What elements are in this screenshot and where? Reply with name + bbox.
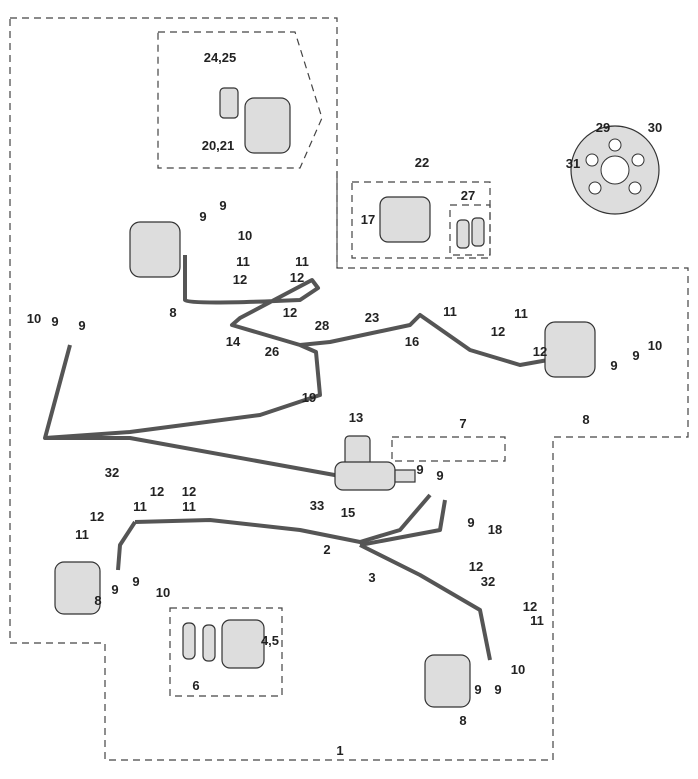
callout-label: 9 — [51, 314, 58, 329]
callout-label: 17 — [361, 212, 375, 227]
caliper-kit-body-rear — [221, 619, 265, 669]
rear-caliper-body — [379, 196, 431, 243]
callout-label: 11 — [530, 613, 544, 628]
caliper-rear-left — [54, 561, 101, 615]
callout-label: 8 — [582, 412, 589, 427]
caliper-kit-body — [244, 97, 291, 154]
callout-label: 14 — [226, 334, 241, 349]
callout-label: 12 — [523, 599, 537, 614]
callout-label: 10 — [156, 585, 170, 600]
callout-label: 11 — [443, 304, 457, 319]
callout-label: 11 — [236, 254, 250, 269]
callout-label: 6 — [192, 678, 199, 693]
callout-label: 10 — [648, 338, 662, 353]
callout-label: 4,5 — [261, 633, 279, 648]
callout-label: 32 — [481, 574, 495, 589]
callout-label: 9 — [610, 358, 617, 373]
callout-label: 19 — [302, 390, 316, 405]
callout-label: 10 — [511, 662, 525, 677]
callout-label: 9 — [219, 198, 226, 213]
callout-label: 9 — [199, 209, 206, 224]
callout-label: 3 — [368, 570, 375, 585]
callout-label: 12 — [290, 270, 304, 285]
callout-label: 9 — [78, 318, 85, 333]
callout-label: 28 — [315, 318, 329, 333]
callout-label: 10 — [27, 311, 41, 326]
callout-label: 9 — [467, 515, 474, 530]
callout-label: 9 — [132, 574, 139, 589]
callout-label: 27 — [461, 188, 475, 203]
callout-label: 7 — [459, 416, 466, 431]
callout-label: 9 — [416, 462, 423, 477]
front-caliper-kit-box — [157, 31, 323, 169]
assembly-outline — [9, 17, 689, 761]
callout-label: 9 — [111, 582, 118, 597]
callout-label: 12 — [233, 272, 247, 287]
master-cylinder — [334, 435, 416, 491]
callout-label: 1 — [336, 743, 343, 758]
callout-label: 10 — [238, 228, 252, 243]
callout-label: 30 — [648, 120, 662, 135]
brake-pipes — [43, 255, 549, 661]
pad-kit-box — [449, 204, 491, 256]
callout-label: 11 — [514, 306, 528, 321]
repair-kit-box — [391, 436, 506, 462]
callout-label: 11 — [75, 527, 89, 542]
calipers — [54, 97, 596, 708]
callout-label: 29 — [596, 120, 610, 135]
pad-set-box — [169, 607, 283, 697]
callout-label: 23 — [365, 310, 379, 325]
brake-pads — [182, 87, 485, 662]
callout-label: 9 — [474, 682, 481, 697]
callout-label: 20,21 — [202, 138, 235, 153]
callout-label: 12 — [533, 344, 547, 359]
rear-caliper-kit-box — [351, 181, 491, 259]
caliper-rear-right — [424, 654, 471, 708]
callout-label: 12 — [469, 559, 483, 574]
callout-label: 12 — [182, 484, 196, 499]
callout-label: 9 — [494, 682, 501, 697]
callout-label: 12 — [491, 324, 505, 339]
callout-label: 31 — [566, 156, 580, 171]
callout-label: 11 — [295, 254, 309, 269]
callout-label: 8 — [169, 305, 176, 320]
callout-label: 12 — [90, 509, 104, 524]
caliper-front-left — [129, 221, 181, 278]
callout-label: 15 — [341, 505, 355, 520]
callout-label: 18 — [488, 522, 502, 537]
callout-label: 24,25 — [204, 50, 237, 65]
callout-label: 16 — [405, 334, 419, 349]
callout-label: 32 — [105, 465, 119, 480]
caliper-front-right — [544, 321, 596, 378]
callout-label: 33 — [310, 498, 324, 513]
callout-label: 13 — [349, 410, 363, 425]
callout-label: 11 — [182, 499, 196, 514]
callout-label: 2 — [323, 542, 330, 557]
callout-label: 8 — [459, 713, 466, 728]
callout-label: 12 — [283, 305, 297, 320]
callout-label: 11 — [133, 499, 147, 514]
callout-label: 9 — [436, 468, 443, 483]
callout-label: 8 — [94, 593, 101, 608]
callout-label: 26 — [265, 344, 279, 359]
brake-disc — [570, 125, 660, 215]
callout-label: 12 — [150, 484, 164, 499]
callout-label: 9 — [632, 348, 639, 363]
callout-label: 22 — [415, 155, 429, 170]
